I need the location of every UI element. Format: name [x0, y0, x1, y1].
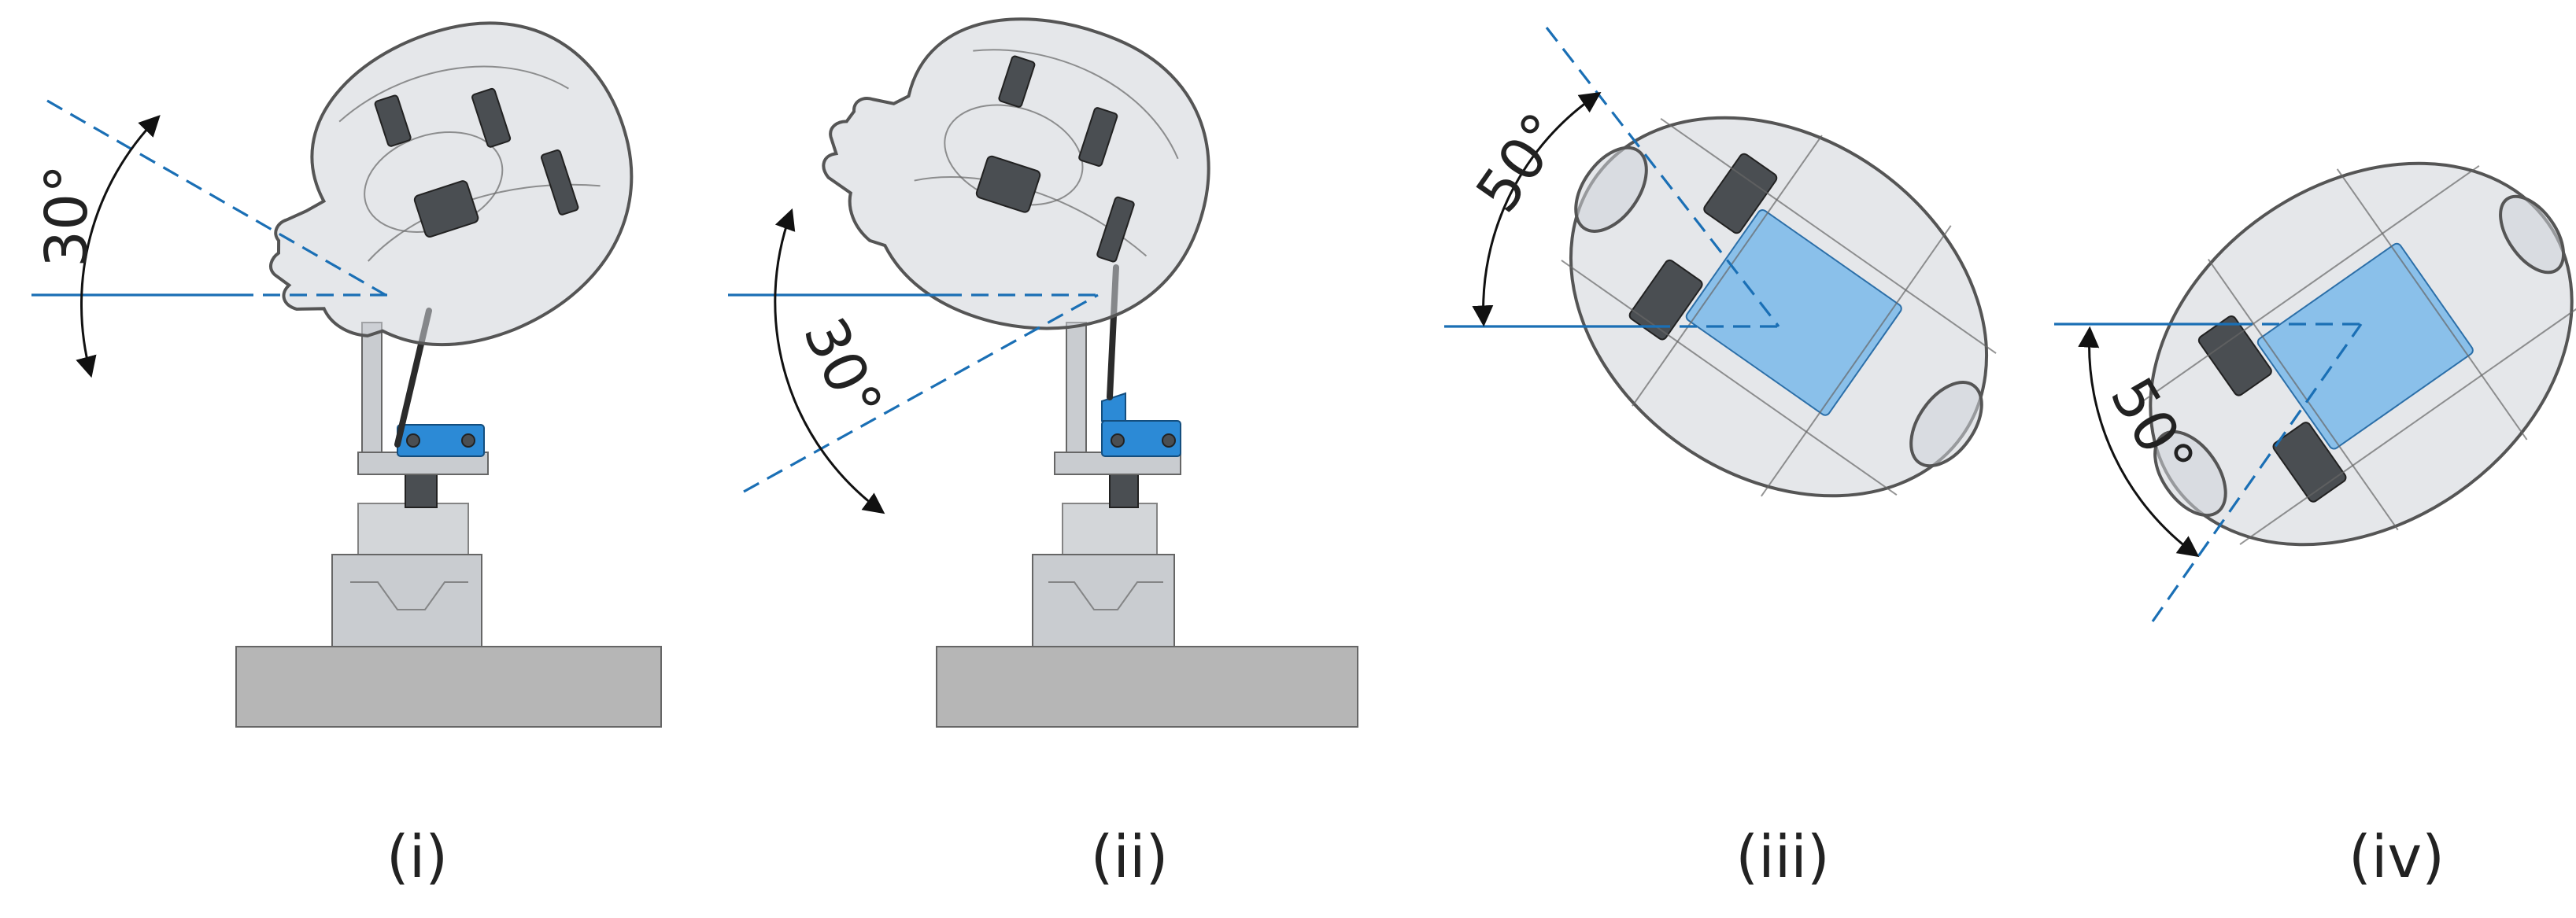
panel-label: (ii) — [1091, 824, 1169, 891]
head-top-view — [1561, 116, 1997, 498]
panel-label: (iv) — [2349, 824, 2445, 891]
angle-arc — [2078, 326, 2200, 558]
neck-post — [361, 322, 383, 453]
head-shell — [269, 21, 634, 347]
angle-arc — [774, 208, 885, 514]
angle-label: 50° — [1463, 101, 1578, 225]
tilted-axis — [2151, 323, 2363, 622]
tilted-axis — [1545, 27, 1780, 327]
panel-i: 30° (i) — [31, 21, 662, 891]
actuator-bracket — [1101, 392, 1181, 457]
head-shell — [822, 17, 1210, 330]
ground-block — [235, 646, 662, 728]
panel-iv: 50° (iv) — [2054, 161, 2576, 891]
angle-arc — [1472, 91, 1602, 327]
panel-label: (i) — [386, 824, 448, 891]
panel-label: (iii) — [1735, 824, 1829, 891]
angle-label: 30° — [790, 308, 895, 430]
panel-ii: 30° (ii) — [728, 17, 1358, 891]
ground-block — [936, 646, 1358, 728]
mount-pedestal — [331, 452, 489, 647]
angle-label: 30° — [33, 164, 101, 267]
panel-iii: 50° (iii) — [1444, 27, 1997, 891]
actuator-bracket — [397, 424, 485, 457]
mount-pedestal — [1032, 452, 1181, 647]
head-top-view — [2140, 161, 2576, 547]
angle-arc — [76, 115, 161, 378]
neck-post — [1066, 322, 1087, 453]
